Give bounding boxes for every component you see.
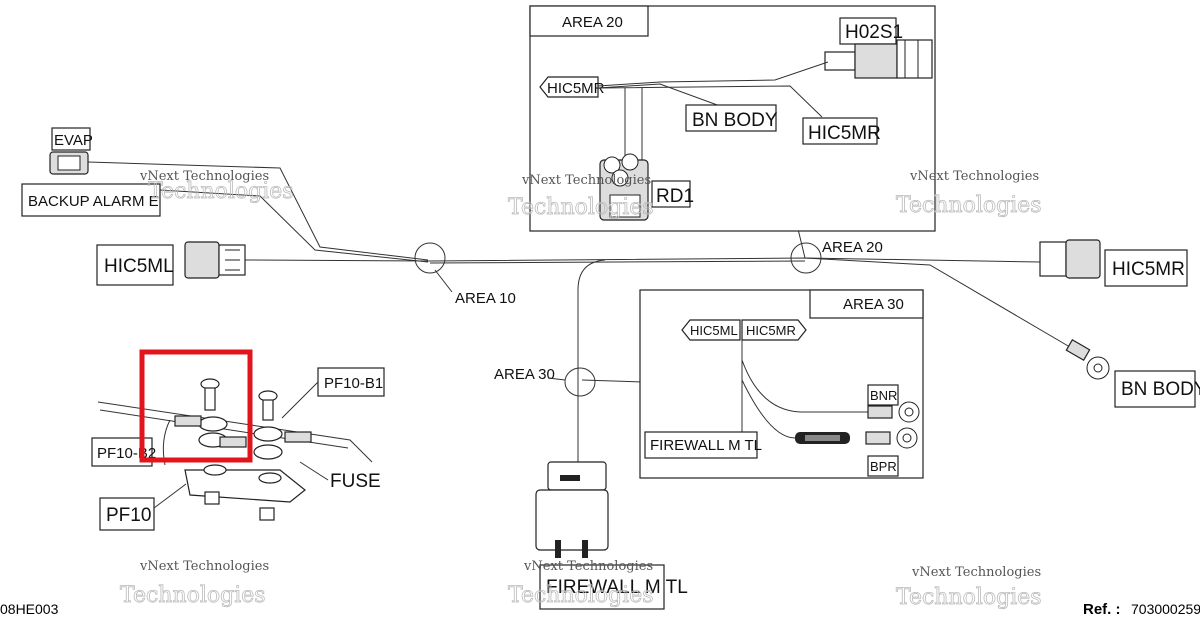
bn-body-right-label: BN BODY (1121, 379, 1200, 400)
bpr-label: BPR (870, 459, 897, 474)
hic5ml-label: HIC5ML (104, 256, 174, 277)
evap-label: EVAP (54, 132, 93, 149)
firewall-connector-icon (535, 461, 609, 558)
watermark-text: vNext Technologies (521, 173, 651, 188)
area30-title: AREA 30 (843, 296, 904, 313)
ref-label: Ref. : (1083, 601, 1121, 618)
watermark-text: vNext Technologies (139, 559, 269, 574)
h02s1-connector-icon (824, 39, 933, 79)
watermark-text: Technologies (120, 583, 266, 608)
watermark-text: Technologies (508, 195, 654, 220)
backup-alarm-label: BACKUP ALARM E (28, 193, 159, 210)
hic5mr-tag2-label: HIC5MR (746, 323, 796, 338)
watermark-text: vNext Technologies (139, 169, 269, 184)
area30-marker-icon (564, 367, 596, 397)
area10-marker-icon (414, 242, 446, 274)
footer-code: 08HE003 (0, 601, 59, 617)
watermark-text: vNext Technologies (909, 169, 1039, 184)
hic5ml-tag-label: HIC5ML (690, 323, 738, 338)
firewall-bottom-label: FIREWALL M TL (546, 577, 688, 598)
ring-terminal-icon (1065, 338, 1110, 380)
h02s1-label: H02S1 (845, 22, 903, 43)
evap-connector-icon (49, 151, 89, 175)
hic5mr-tag-label: HIC5MR (547, 80, 605, 97)
area20-marker-icon (790, 242, 822, 274)
area20-marker-label: AREA 20 (822, 239, 883, 256)
hic5ml-connector-icon (184, 241, 246, 279)
watermark-text: Technologies (896, 585, 1042, 610)
watermark-text: vNext Technologies (911, 565, 1041, 580)
hic5mr-box-top-label: HIC5MR (808, 123, 881, 144)
pf10-label: PF10 (106, 505, 151, 526)
bnr-terminal-icon (867, 401, 920, 423)
watermark-text: Technologies (148, 179, 294, 204)
ref-value: 703000259 (1131, 601, 1200, 617)
firewall-inner-label: FIREWALL M TL (650, 437, 762, 454)
hic5mr-right-label: HIC5MR (1112, 259, 1185, 280)
bnr-label: BNR (870, 388, 897, 403)
inline-fuse-icon (795, 432, 850, 444)
pf10-b1-label: PF10-B1 (324, 375, 383, 392)
watermarks: vNext Technologies Technologies vNext Te… (120, 169, 1042, 610)
evap-wire (87, 161, 429, 261)
bn-body-top-label: BN BODY (692, 110, 778, 131)
bolt-icon (200, 378, 278, 421)
fuse-label: FUSE (330, 471, 381, 492)
watermark-text: Technologies (508, 583, 654, 608)
area30-panel: AREA 30 HIC5ML HIC5MR BNR BPR FIREWALL M… (639, 289, 924, 479)
area10-label: AREA 10 (455, 290, 516, 307)
watermark-text: vNext Technologies (523, 559, 653, 574)
backup-wire (159, 189, 429, 263)
highlight-box (139, 349, 253, 463)
relay-icon (599, 153, 649, 221)
hic5mr-connector-icon (1039, 239, 1101, 279)
area30-marker-label: AREA 30 (494, 366, 555, 383)
main-trunk-wire (244, 257, 1041, 263)
bn-body-wire (804, 257, 1076, 351)
bpr-terminal-icon (865, 427, 918, 449)
wires (87, 161, 1076, 470)
rd1-label: RD1 (656, 186, 694, 207)
watermark-text: Technologies (896, 193, 1042, 218)
area30-trunk (577, 259, 606, 470)
area20-panel: AREA 20 H02S1 HIC5MR BN BODY HIC5MR (529, 5, 936, 232)
area20-title: AREA 20 (562, 14, 623, 31)
